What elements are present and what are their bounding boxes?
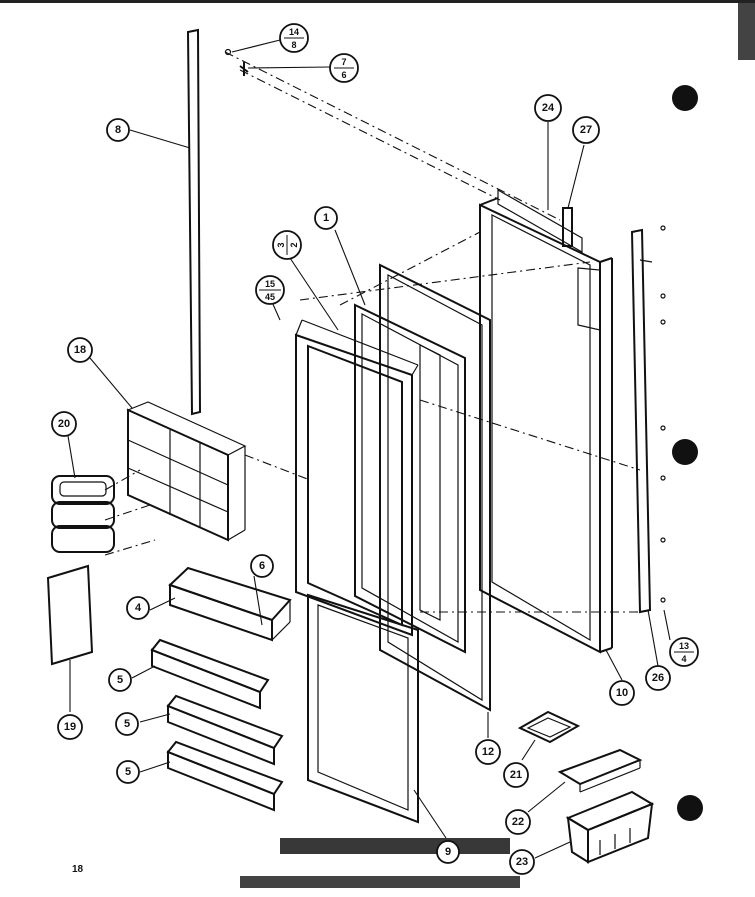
svg-text:26: 26 [652,672,664,684]
svg-text:4: 4 [135,602,142,614]
callout-5-lower: 5 [116,760,140,784]
svg-text:18: 18 [74,344,86,356]
part-9-door-liner [307,593,419,824]
callout-20: 20 [51,411,77,437]
callout-5-middle: 5 [115,712,139,736]
callout-26: 26 [645,665,671,691]
svg-text:3: 3 [276,242,286,247]
callout-9: 9 [436,840,460,864]
svg-text:6: 6 [259,560,265,572]
svg-text:20: 20 [58,418,70,430]
part-26-side-rail [630,225,666,614]
part-22-cover [557,748,643,793]
callout-13-over-4: 13 4 [669,637,699,667]
page-number: 18 [72,864,84,875]
svg-text:7: 7 [341,57,346,67]
part-4-door-bin [168,566,292,642]
svg-text:9: 9 [445,846,451,858]
svg-text:27: 27 [580,124,592,136]
door-outer-frame [295,319,419,637]
callout-27: 27 [572,116,600,144]
svg-text:10: 10 [616,687,628,699]
callout-15-over-45: 15 45 [255,275,285,305]
callout-24: 24 [534,94,562,122]
part-27-hinge-plate [562,207,573,247]
part-12-door-gasket [379,263,491,712]
part-19-cover-panel [46,564,94,666]
svg-text:1: 1 [323,212,329,224]
hinge-screws [224,48,249,76]
part-23-ice-bin [565,790,655,864]
svg-text:45: 45 [265,292,275,302]
callout-10: 10 [609,680,635,706]
svg-text:12: 12 [482,746,494,758]
svg-text:2: 2 [289,242,299,247]
part-10-cabinet-liner [479,197,613,654]
callout-22: 22 [505,809,531,835]
svg-text:15: 15 [265,279,275,289]
part-1-door-panel [354,303,466,654]
svg-text:5: 5 [125,766,131,778]
part-8-trim-strip [186,28,202,416]
svg-text:5: 5 [124,718,130,730]
part-21-tray [517,710,581,744]
registration-dot-bottom [677,795,703,821]
svg-text:5: 5 [117,674,123,686]
svg-text:13: 13 [679,641,689,651]
part-5-door-bins [150,638,284,812]
callout-5-upper: 5 [108,668,132,692]
callout-21: 21 [503,762,529,788]
svg-text:22: 22 [512,816,524,828]
part-20-containers [51,475,115,553]
registration-dot-top [672,85,698,111]
svg-text:24: 24 [542,102,555,114]
callout-18: 18 [67,337,93,363]
registration-dot-middle [672,439,698,465]
callout-19: 19 [57,714,83,740]
svg-text:8: 8 [291,40,296,50]
svg-text:8: 8 [115,124,121,136]
leader-lines [67,39,671,859]
svg-text:6: 6 [341,70,346,80]
svg-text:21: 21 [510,769,522,781]
callout-12: 12 [475,739,501,765]
callout-6: 6 [250,554,274,578]
callout-23: 23 [509,849,535,875]
part-18-shelf-rack [126,401,247,542]
hinge-centerline [224,51,561,221]
callout-4: 4 [126,596,150,620]
svg-text:19: 19 [64,721,76,733]
part-24-top-bracket [497,188,583,254]
svg-text:14: 14 [289,27,299,37]
callout-7-over-6: 7 6 [329,53,359,83]
svg-text:23: 23 [516,856,528,868]
callout-14-over-8: 14 8 [279,23,309,53]
callout-8: 8 [106,118,130,142]
svg-text:4: 4 [681,654,686,664]
callout-3-over-2: 3 2 [272,230,302,260]
callout-1: 1 [314,206,338,230]
